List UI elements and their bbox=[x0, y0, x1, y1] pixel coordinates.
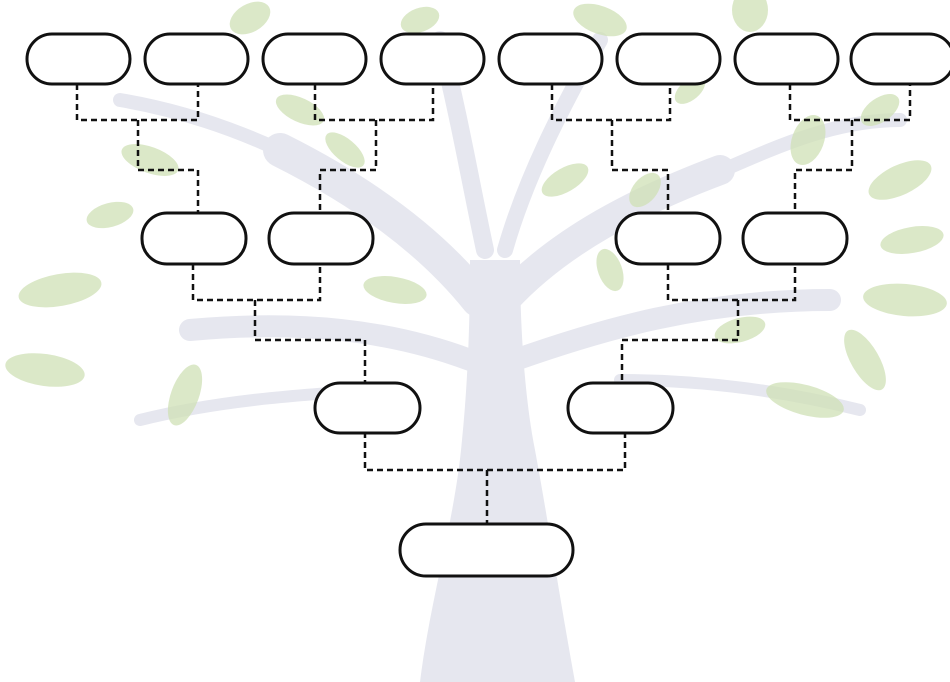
person-boxes bbox=[25, 32, 950, 578]
connector-line bbox=[191, 264, 322, 302]
leaf bbox=[880, 226, 944, 254]
leaf bbox=[18, 272, 102, 308]
leaf bbox=[596, 248, 624, 292]
great-grandparent-box-6[interactable] bbox=[615, 32, 722, 86]
great-grandparent-box-1[interactable] bbox=[25, 32, 132, 86]
connector-lines bbox=[75, 84, 912, 524]
leaf bbox=[363, 276, 427, 304]
connector-line bbox=[793, 120, 854, 212]
parent-box-2[interactable] bbox=[566, 381, 675, 435]
background-tree-illustration bbox=[5, 0, 947, 682]
leaf bbox=[86, 201, 134, 229]
leaf bbox=[766, 382, 844, 418]
connector-line bbox=[136, 120, 200, 212]
grandparent-box-4[interactable] bbox=[741, 211, 849, 266]
great-grandparent-box-5[interactable] bbox=[497, 32, 604, 86]
grandparent-box-2[interactable] bbox=[267, 211, 375, 266]
great-grandparent-box-8[interactable] bbox=[849, 32, 950, 86]
leaf bbox=[121, 144, 179, 176]
connector-line bbox=[313, 84, 435, 122]
child-box[interactable] bbox=[398, 522, 575, 578]
leaf bbox=[863, 283, 947, 317]
leaf bbox=[167, 364, 203, 426]
connector-line bbox=[620, 300, 740, 382]
tree-branch bbox=[504, 289, 841, 371]
parent-box-1[interactable] bbox=[313, 381, 422, 435]
leaf bbox=[714, 316, 766, 344]
grandparent-box-3[interactable] bbox=[614, 211, 722, 266]
connector-line bbox=[75, 84, 200, 122]
leaf bbox=[573, 3, 627, 37]
leaf bbox=[400, 6, 440, 34]
great-grandparent-box-4[interactable] bbox=[379, 32, 486, 86]
leaf bbox=[732, 0, 768, 32]
tree-branch bbox=[490, 155, 735, 315]
great-grandparent-box-3[interactable] bbox=[261, 32, 368, 86]
great-grandparent-box-7[interactable] bbox=[733, 32, 840, 86]
leaf bbox=[790, 114, 826, 166]
leaf bbox=[860, 94, 900, 126]
connector-line bbox=[318, 120, 378, 212]
connector-line bbox=[253, 300, 367, 382]
leaf bbox=[868, 160, 932, 200]
great-grandparent-box-2[interactable] bbox=[143, 32, 250, 86]
connector-line bbox=[666, 264, 797, 302]
leaf bbox=[844, 329, 886, 391]
connector-line bbox=[610, 120, 670, 212]
leaf bbox=[541, 163, 589, 197]
tree-branch bbox=[179, 315, 481, 371]
leaf bbox=[629, 172, 661, 208]
grandparent-box-1[interactable] bbox=[140, 211, 248, 266]
leaf bbox=[229, 1, 271, 35]
leaf bbox=[275, 94, 325, 126]
tree-branch bbox=[263, 133, 495, 317]
connector-line bbox=[788, 84, 912, 122]
leaf bbox=[325, 132, 365, 168]
tree-branch bbox=[113, 93, 307, 167]
leaf bbox=[5, 353, 85, 387]
